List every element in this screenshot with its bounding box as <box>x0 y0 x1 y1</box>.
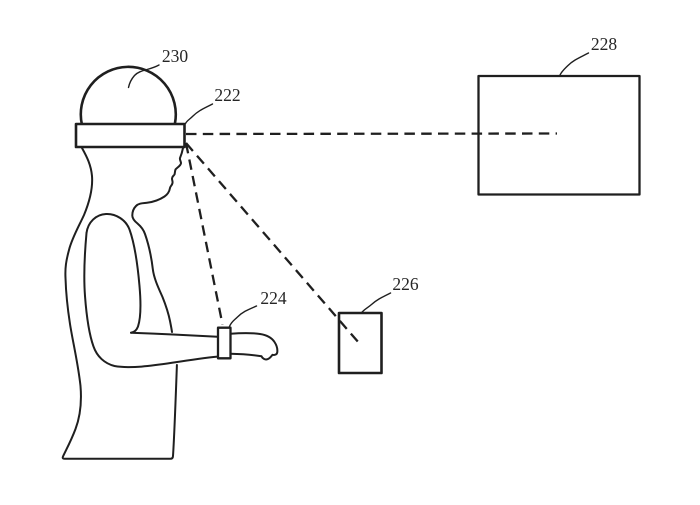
face-profile <box>131 147 184 333</box>
leader-line-222 <box>184 103 214 125</box>
hand-outline <box>229 332 279 361</box>
upper-arm-outline <box>85 212 142 334</box>
leader-line-230 <box>127 64 160 89</box>
handheld-device <box>337 311 383 375</box>
tracking-line-to-handheld-device <box>185 142 360 344</box>
leader-line-224 <box>228 305 258 328</box>
external-display <box>477 74 641 196</box>
ref-label-head-mounted-device: 230 <box>162 46 189 66</box>
ref-label-wrist-device: 224 <box>260 288 287 308</box>
leader-line-228 <box>559 52 590 77</box>
hmd-band <box>74 122 186 149</box>
ref-label-handheld-device: 226 <box>392 274 419 294</box>
wrist-device <box>216 326 232 360</box>
torso-back-outline <box>61 147 178 460</box>
ref-label-hmd-front-sensor: 222 <box>214 85 240 105</box>
tracking-line-to-display <box>185 132 558 136</box>
leader-line-226 <box>360 292 392 314</box>
arm-elbow-outline <box>83 232 219 369</box>
tracking-line-to-wrist-device <box>184 142 224 325</box>
head-dome <box>79 65 178 127</box>
forearm-top-line <box>130 331 219 338</box>
ref-label-external-display: 228 <box>591 34 618 54</box>
